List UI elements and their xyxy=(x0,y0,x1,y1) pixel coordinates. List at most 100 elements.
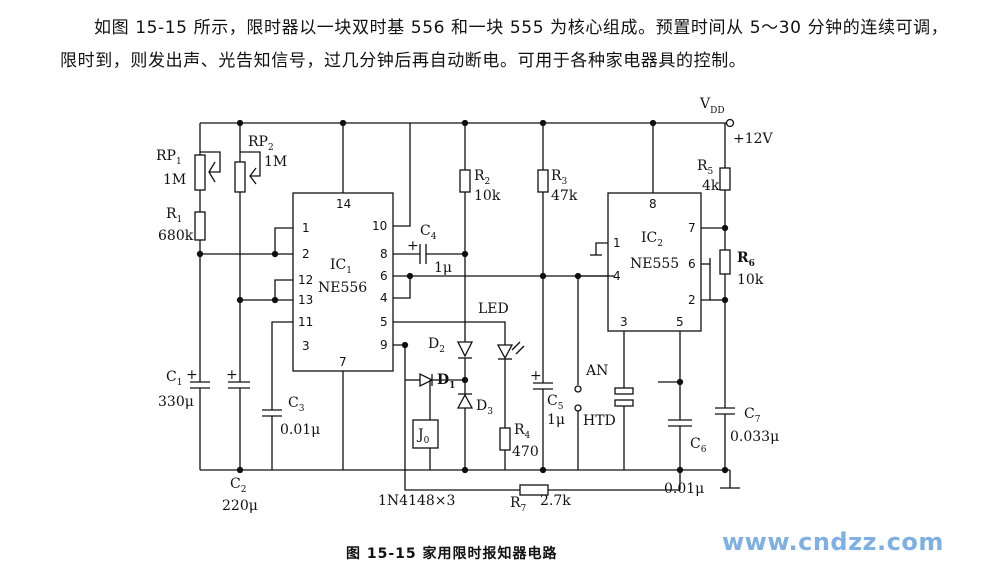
r2-resistor xyxy=(459,169,471,193)
node-r5 xyxy=(721,224,729,232)
ic1-pin-8: 8 xyxy=(380,247,388,261)
node-pin9 xyxy=(401,341,409,349)
ic1-pin-11: 11 xyxy=(298,315,313,329)
htd-plate-bottom xyxy=(614,399,634,407)
label-rp2: RP2 xyxy=(248,134,274,153)
label-rp1-value: 1M xyxy=(163,172,186,188)
wire-pin4 xyxy=(393,276,411,299)
ic1-pin-14: 14 xyxy=(336,197,351,211)
r5-resistor xyxy=(719,167,731,191)
label-r1: R1 xyxy=(166,206,182,225)
vdd-terminal xyxy=(725,118,735,128)
label-c1: C1 xyxy=(166,369,182,388)
label-r5-value: 4k xyxy=(702,178,720,194)
ic1-pin-4: 4 xyxy=(380,291,388,305)
label-c5: C5 xyxy=(547,393,564,412)
label-c1-value: 330μ xyxy=(158,394,194,410)
node-top-r3 xyxy=(539,119,547,127)
ic1-pin-13: 13 xyxy=(298,293,313,307)
node-top-rp2 xyxy=(236,119,244,127)
c1-plus: + xyxy=(186,367,198,383)
node-top-r2 xyxy=(461,119,469,127)
label-ic1: IC1 xyxy=(330,257,352,276)
node-top-ic2 xyxy=(649,119,657,127)
label-htd: HTD xyxy=(583,413,616,429)
figure-caption: 图 15-15 家用限时报知器电路 xyxy=(346,546,558,562)
label-an: AN xyxy=(585,363,608,379)
ic1-pin-6: 6 xyxy=(380,269,388,283)
wire-pin9 xyxy=(393,344,430,491)
node-gnd-c7 xyxy=(721,466,729,474)
label-rp2-value: 1M xyxy=(264,154,287,170)
label-r5: R5 xyxy=(697,158,714,177)
c5-plus: + xyxy=(530,368,542,384)
label-d2: D2 xyxy=(428,336,445,355)
relay-j0 xyxy=(412,419,439,449)
node-r1 xyxy=(196,250,204,258)
ic2-body xyxy=(607,192,702,332)
node-pin13 xyxy=(271,296,279,304)
c2-plus: + xyxy=(226,367,238,383)
ic2-pin-8: 8 xyxy=(649,197,657,211)
label-r3: R3 xyxy=(551,168,568,187)
label-r6: R6 xyxy=(737,250,755,269)
label-c4: C4 xyxy=(420,223,437,242)
label-c3-value: 0.01μ xyxy=(280,422,320,438)
label-rp1: RP1 xyxy=(156,148,182,167)
label-c7-value: 0.033μ xyxy=(730,429,779,445)
label-r1-value: 680k xyxy=(158,228,194,244)
wire-pin11-c3 xyxy=(271,321,293,410)
node-rp2 xyxy=(236,296,244,304)
r6-resistor xyxy=(719,249,731,275)
wire-pin1-pin2 xyxy=(200,227,293,255)
led-arrow-1 xyxy=(511,341,521,351)
ic2-pin-7: 7 xyxy=(688,221,696,235)
an-contact-top xyxy=(574,385,582,393)
label-ic2: IC2 xyxy=(641,230,663,249)
label-r4-value: 470 xyxy=(512,444,539,460)
ic2-pin-2: 2 xyxy=(688,293,696,307)
label-c3: C3 xyxy=(288,395,305,414)
label-c6: C6 xyxy=(690,436,707,455)
ic2-pin-5: 5 xyxy=(676,315,684,329)
label-ic1-type: NE556 xyxy=(318,280,367,296)
d2-diode xyxy=(456,341,474,358)
r4-resistor xyxy=(499,427,511,451)
ic2-pin-1: 1 xyxy=(613,236,621,250)
label-d3: D3 xyxy=(476,398,493,417)
ic1-pin-5: 5 xyxy=(380,315,388,329)
ic2-pin-4: 4 xyxy=(613,269,621,283)
r1-resistor xyxy=(194,211,206,241)
rp2-resistor xyxy=(234,161,246,193)
node-c6 xyxy=(676,378,684,386)
led-arrow-2 xyxy=(515,345,525,355)
label-r2: R2 xyxy=(474,168,490,187)
wire-pin10 xyxy=(393,123,411,227)
description-paragraph: 如图 15-15 所示，限时器以一块双时基 556 和一块 555 为核心组成。… xyxy=(60,12,960,78)
an-contact-bottom xyxy=(574,404,582,412)
htd-plate-top xyxy=(614,387,634,395)
label-r2-value: 10k xyxy=(474,188,501,204)
ic2-pin-3: 3 xyxy=(620,315,628,329)
label-vdd: VDD xyxy=(699,96,725,116)
node-gnd-c5 xyxy=(539,466,547,474)
c4-plus: + xyxy=(407,238,419,254)
label-led: LED xyxy=(478,301,509,317)
rp1-resistor xyxy=(194,154,206,191)
node-gnd-d3 xyxy=(461,466,469,474)
label-c2: C2 xyxy=(230,476,246,495)
node-pin4 xyxy=(406,272,414,280)
label-plus12v: +12V xyxy=(733,131,774,147)
watermark: www.cndzz.com xyxy=(722,528,944,556)
node-gnd-c6 xyxy=(676,466,684,474)
label-c2-value: 220μ xyxy=(222,498,258,514)
label-diodes: 1N4148×3 xyxy=(378,493,455,509)
ic1-pin-2: 2 xyxy=(302,247,310,261)
node-pin2 xyxy=(271,250,279,258)
label-r7: R7 xyxy=(510,495,527,514)
ic1-pin-10: 10 xyxy=(372,219,387,233)
rp2-wiper-link xyxy=(240,151,261,177)
label-d1: D1 xyxy=(437,372,455,391)
rp1-wiper-link xyxy=(200,151,221,173)
